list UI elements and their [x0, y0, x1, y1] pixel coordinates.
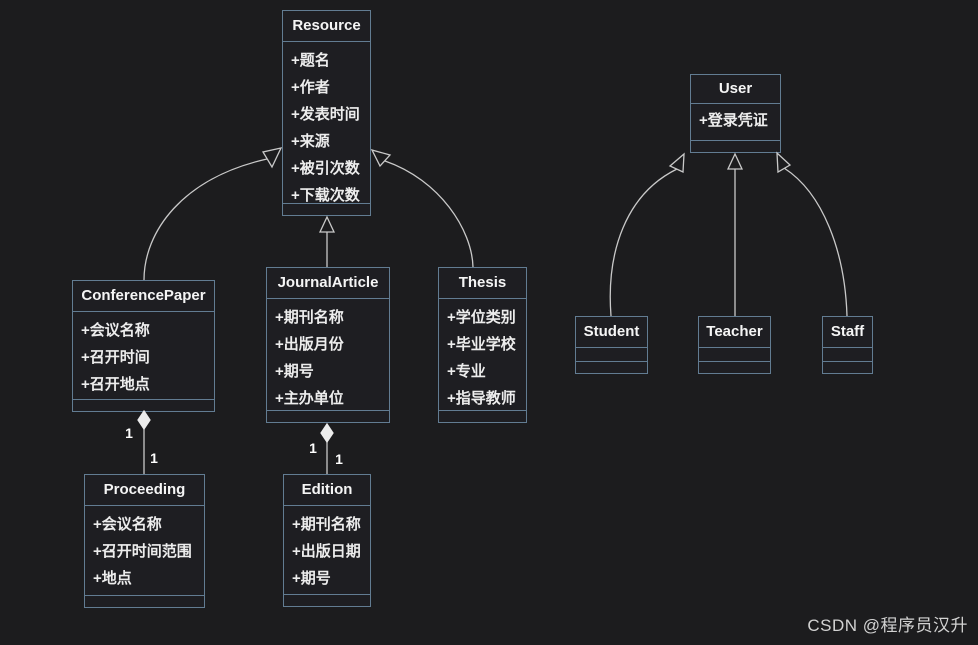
uml-class-resource: Resource +题名 +作者 +发表时间 +来源 +被引次数 +下载次数	[282, 10, 371, 216]
class-attributes: +期刊名称 +出版月份 +期号 +主办单位	[267, 299, 389, 410]
class-attribute: +出版月份	[275, 336, 344, 353]
class-methods-compartment	[439, 410, 526, 422]
class-attribute: +期刊名称	[292, 516, 361, 533]
generalization-arrowhead	[318, 215, 336, 233]
generalization-arrowhead	[261, 147, 283, 169]
class-methods-compartment	[284, 594, 370, 606]
multiplicity-label: 1	[309, 440, 317, 456]
class-attribute: +召开地点	[81, 376, 150, 393]
uml-class-user: User +登录凭证	[690, 74, 781, 153]
class-attribute: +登录凭证	[699, 112, 768, 129]
class-methods-compartment	[823, 361, 872, 373]
class-attribute: +下载次数	[291, 187, 360, 203]
class-title: Student	[576, 317, 647, 348]
class-attributes: +会议名称 +召开时间范围 +地点	[85, 506, 204, 595]
class-methods-compartment	[85, 595, 204, 607]
class-attribute: +发表时间	[291, 106, 360, 123]
class-title: User	[691, 75, 780, 104]
class-methods-compartment	[267, 410, 389, 422]
generalization-arrowhead	[370, 148, 392, 168]
class-methods-compartment	[691, 140, 780, 152]
class-attribute: +主办单位	[275, 390, 344, 407]
generalization-staff-user	[783, 167, 848, 317]
multiplicity-label: 1	[125, 425, 133, 441]
composition-diamond	[137, 409, 151, 431]
class-title: Teacher	[699, 317, 770, 348]
class-attribute: +学位类别	[447, 309, 516, 326]
class-attribute: +期刊名称	[275, 309, 344, 326]
generalization-arrowhead	[776, 151, 792, 174]
multiplicity-label: 1	[150, 450, 158, 466]
composition-diamond	[320, 422, 334, 444]
class-attribute: +作者	[291, 79, 330, 96]
class-title: Thesis	[439, 268, 526, 299]
class-title: Proceeding	[85, 475, 204, 506]
multiplicity-label: 1	[335, 451, 343, 467]
class-attribute: +出版日期	[292, 543, 361, 560]
class-attribute: +地点	[93, 570, 132, 587]
generalization-student-user	[609, 168, 678, 317]
uml-class-teacher: Teacher	[698, 316, 771, 374]
class-attributes: +期刊名称 +出版日期 +期号	[284, 506, 370, 594]
uml-class-edition: Edition +期刊名称 +出版日期 +期号	[283, 474, 371, 607]
class-title: Edition	[284, 475, 370, 506]
class-attribute: +毕业学校	[447, 336, 516, 353]
class-attributes: +会议名称 +召开时间 +召开地点	[73, 312, 214, 399]
class-title: Staff	[823, 317, 872, 348]
uml-class-proceeding: Proceeding +会议名称 +召开时间范围 +地点	[84, 474, 205, 608]
generalization-arrowhead	[668, 152, 685, 173]
class-title: ConferencePaper	[73, 281, 214, 312]
class-attribute: +会议名称	[81, 322, 150, 339]
uml-class-conferencepaper: ConferencePaper +会议名称 +召开时间 +召开地点	[72, 280, 215, 412]
generalization-arrowhead	[726, 152, 744, 170]
generalization-thesis-resource	[384, 160, 474, 268]
class-attribute: +期号	[292, 570, 331, 587]
class-attribute: +期号	[275, 363, 314, 380]
class-methods-compartment	[73, 399, 214, 411]
class-attribute: +题名	[291, 52, 330, 69]
uml-class-thesis: Thesis +学位类别 +毕业学校 +专业 +指导教师	[438, 267, 527, 423]
class-attribute: +召开时间	[81, 349, 150, 366]
class-attributes: +登录凭证	[691, 104, 780, 140]
class-attribute: +被引次数	[291, 160, 360, 177]
uml-class-staff: Staff	[822, 316, 873, 374]
uml-class-journalarticle: JournalArticle +期刊名称 +出版月份 +期号 +主办单位	[266, 267, 390, 423]
class-attributes: +题名 +作者 +发表时间 +来源 +被引次数 +下载次数	[283, 42, 370, 203]
class-attributes	[699, 348, 770, 361]
class-attributes	[576, 348, 647, 361]
class-attribute: +专业	[447, 363, 486, 380]
class-attribute: +召开时间范围	[93, 543, 192, 560]
csdn-watermark: CSDN @程序员汉升	[807, 616, 968, 635]
class-attribute: +来源	[291, 133, 330, 150]
class-title: Resource	[283, 11, 370, 42]
uml-class-student: Student	[575, 316, 648, 374]
class-attribute: +指导教师	[447, 390, 516, 407]
class-methods-compartment	[283, 203, 370, 215]
class-attributes: +学位类别 +毕业学校 +专业 +指导教师	[439, 299, 526, 410]
class-title: JournalArticle	[267, 268, 389, 299]
class-attributes	[823, 348, 872, 361]
generalization-conferencepaper-resource	[143, 158, 268, 281]
class-methods-compartment	[699, 361, 770, 373]
class-attribute: +会议名称	[93, 516, 162, 533]
class-methods-compartment	[576, 361, 647, 373]
